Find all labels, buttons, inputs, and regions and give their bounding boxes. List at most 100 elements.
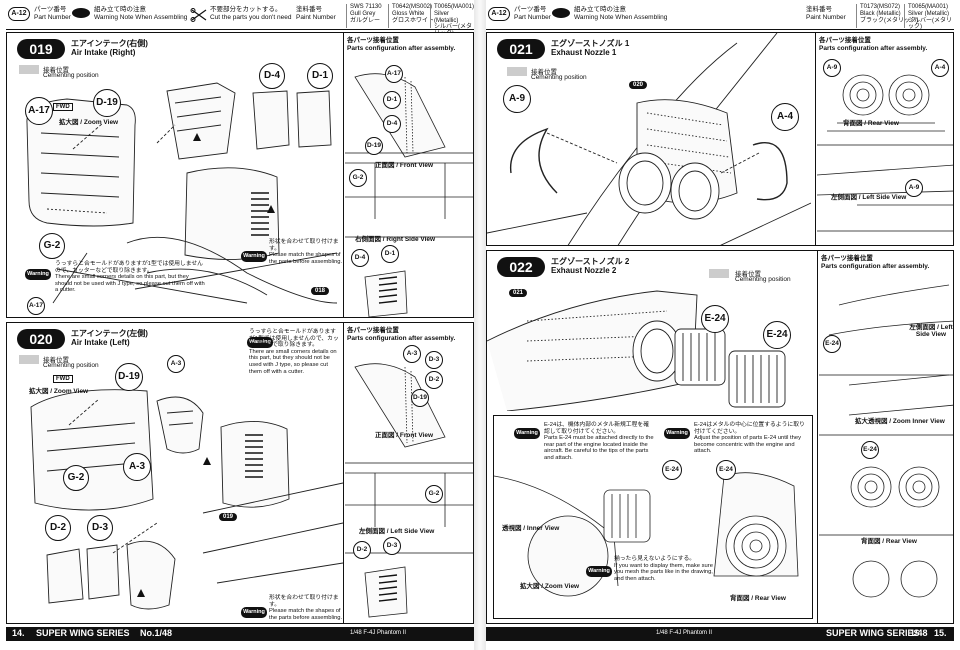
page-number: 15. — [934, 628, 947, 638]
fwd-label: FWD — [53, 375, 73, 383]
config-callout-d-1-b: D-1 — [381, 245, 399, 263]
config-callout-a-4: A-4 — [931, 59, 949, 77]
warning-badge: Warning — [514, 428, 540, 439]
step-number: 021 — [497, 39, 545, 59]
rear-view-label: 背面図 / Rear View — [861, 538, 917, 545]
step-reference-tag: 019 — [219, 513, 238, 521]
callout-d-2: D-2 — [45, 515, 71, 541]
column-divider — [343, 33, 344, 317]
fwd-label: FWD — [53, 103, 73, 111]
config-callout-d-4-b: D-4 — [351, 249, 369, 267]
warning-badge-2: Warning — [241, 251, 267, 262]
callout-a-4: A-4 — [771, 103, 799, 131]
right-side-view-label: 右側面図 / Right Side View — [355, 236, 436, 243]
warning-badge-3: Warning — [586, 566, 612, 577]
paint-silver: T0065(MA001)Silver (Metallic)シルバー(メタリック) — [904, 4, 954, 30]
step-number: 022 — [497, 257, 545, 277]
footer-kit-name: 1/48 F-4J Phantom II — [350, 630, 407, 636]
page-footer-left: 14. SUPER WING SERIES No.1/48 — [6, 627, 474, 641]
config-callout-d-3-b: D-3 — [383, 537, 401, 555]
step-title-jp: エアインテーク(右側) — [71, 39, 148, 48]
step-021-panel: 021 エグゾーストノズル 1 Exhaust Nozzle 1 接着位置 Ce… — [486, 32, 954, 246]
step-020-note-1: うっすらと合モールドがありますが1型では使用しませんので、カッターなどで取り除き… — [249, 329, 339, 375]
cement-label-jp: 接着位置 — [43, 357, 69, 364]
page-gutter — [474, 0, 486, 650]
series-name: SUPER WING SERIES — [36, 628, 130, 638]
footer-kit-name: 1/48 F-4J Phantom II — [656, 630, 713, 636]
step-022-illustration — [487, 290, 786, 411]
zoom-view-label: 拡大図 / Zoom View — [59, 119, 119, 126]
callout-e-24-b: E-24 — [763, 321, 791, 349]
step-019-note-2: 形状を合わせて取り付けます。Please match the shapes of… — [269, 239, 343, 265]
part-number-badge: A-12 — [488, 7, 510, 21]
step-022-note-2: E-24はメタルの中心に位置するように取り付けてください。Adjust the … — [694, 422, 805, 455]
cement-swatch — [507, 67, 527, 76]
callout-d-19: D-19 — [115, 363, 143, 391]
step-020-panel: 020 エアインテーク(左側) Air Intake (Left) 接着位置 C… — [6, 322, 474, 624]
parts-config-views — [345, 363, 473, 618]
rear-view-label: 背面図 / Rear View — [843, 120, 899, 127]
callout-a-9: A-9 — [503, 85, 531, 113]
warning-icon — [72, 8, 90, 18]
warning-badge: Warning — [247, 337, 273, 348]
step-022-panel: 022 エグゾーストノズル 2 Exhaust Nozzle 2 接着位置 Ce… — [486, 250, 954, 624]
callout-g-2: G-2 — [63, 465, 89, 491]
paint-silver: T0065(MA001)Silver (Metallic)シルバー(メタリック) — [430, 4, 474, 37]
step-020-note-2: 形状を合わせて取り付けます。Please match the shapes of… — [269, 595, 343, 621]
series-name: SUPER WING SERIES — [826, 628, 920, 638]
paint-black-metallic: T0173(MS072)Black (Metallic)ブラック(メタリック) — [856, 4, 918, 28]
config-callout-g-2: G-2 — [349, 169, 367, 187]
front-view-label: 正面図 / Front View — [375, 432, 434, 439]
cut-legend: 不要部分をカットする。Cut the parts you don't need — [210, 6, 292, 21]
callout-d-4: D-4 — [259, 63, 285, 89]
cement-label-jp: 接着位置 — [531, 69, 557, 76]
step-reference-tag: 021 — [509, 289, 528, 297]
config-callout-a-17: A-17 — [385, 65, 403, 83]
config-callout-d-3: D-3 — [425, 351, 443, 369]
cut-icon — [190, 8, 207, 22]
cement-swatch — [19, 65, 39, 74]
detail-callout-e-24-b: E-24 — [716, 460, 736, 480]
column-divider — [815, 33, 816, 245]
cement-label-jp: 接着位置 — [43, 67, 69, 74]
left-side-view-label: 左側面図 / Left Side View — [831, 194, 907, 201]
cement-label: Cementing position — [735, 276, 791, 283]
cement-swatch — [19, 355, 39, 364]
step-019-note-1: うっすらと合モールドがありますが1型では使用しませんので、カッターなどで取り除き… — [55, 261, 205, 294]
step-title-jp: エグゾーストノズル 2 — [551, 257, 630, 266]
left-side-view-label: 左側面図 / Left Side View — [359, 528, 435, 535]
step-reference-tag: 020 — [629, 81, 648, 89]
page-footer-right: SUPER WING SERIES 1/48 15. — [486, 627, 954, 641]
warning-badge-2: Warning — [664, 428, 690, 439]
config-callout-a-3: A-3 — [403, 345, 421, 363]
callout-a-3-small: A-3 — [167, 355, 185, 373]
callout-d-1: D-1 — [307, 63, 333, 89]
series-scale: No.1/48 — [140, 628, 173, 638]
step-019-illustration — [26, 82, 337, 304]
config-callout-d-19: D-19 — [365, 137, 383, 155]
zoom-view-label: 拡大図 / Zoom View — [29, 388, 89, 395]
zoom-inner-view-label: 拡大透視図 / Zoom Inner View — [855, 418, 945, 425]
parts-config-views — [819, 284, 953, 598]
callout-a-3: A-3 — [123, 453, 151, 481]
config-callout-a-9: A-9 — [823, 59, 841, 77]
callout-d-19: D-19 — [93, 89, 121, 117]
cement-swatch — [709, 269, 729, 278]
warning-badge-2: Warning — [241, 607, 267, 618]
zoom-view-label: 拡大図 / Zoom View — [520, 583, 580, 590]
inner-view-label: 透視図 / Inner View — [502, 525, 560, 532]
parts-config-views — [345, 73, 473, 317]
parts-config-views — [817, 74, 953, 232]
cement-label: Cementing position — [43, 72, 99, 79]
config-callout-d-4: D-4 — [383, 115, 401, 133]
step-title: Air Intake (Left) — [71, 338, 130, 347]
cement-label: Cementing position — [43, 362, 99, 369]
